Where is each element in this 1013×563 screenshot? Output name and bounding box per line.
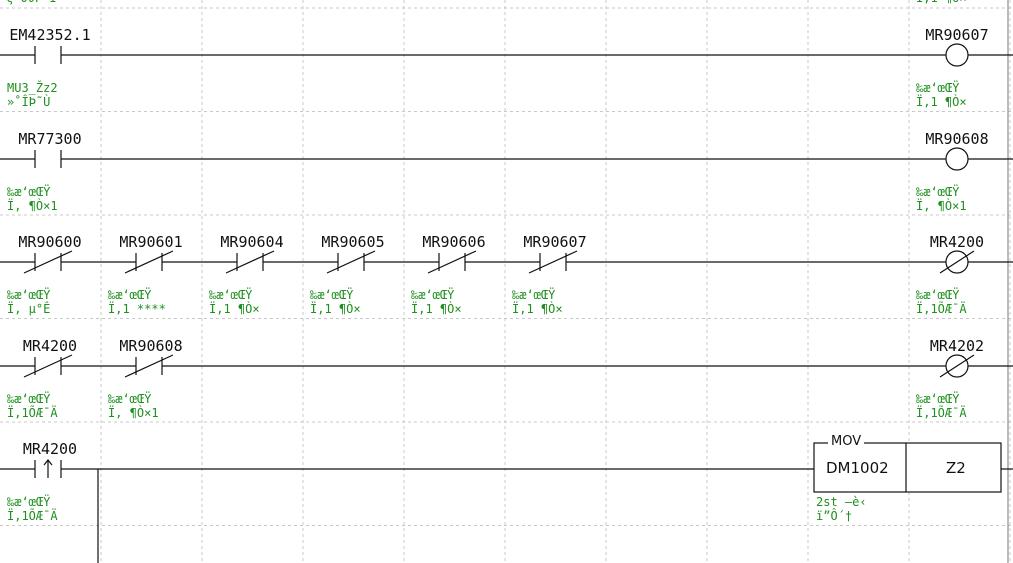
rung-3-coil-slash: [939, 250, 975, 274]
rung-3-contact-3-comment-1: ‰æ‘œŒŸ: [209, 288, 253, 302]
mov-title: MOV: [828, 434, 865, 449]
rung-3-contact-4-comment-1: ‰æ‘œŒŸ: [310, 288, 354, 302]
rung-4-contact-1-slash: [23, 354, 73, 378]
rung-3-contact-1-comment-2: Ϊ, µ°Ê: [7, 302, 51, 316]
rung-2-contact-1-comment-1: ‰æ‘œŒŸ: [7, 185, 51, 199]
mov-comment-1: 2st –è‹: [816, 495, 867, 509]
rung-5-contact-1-device[interactable]: MR4200: [22, 440, 78, 458]
rung-4-contact-1-device[interactable]: MR4200: [22, 337, 78, 355]
mov-dest-operand[interactable]: Z2: [946, 459, 966, 477]
rung-3-contact-2-slash: [124, 250, 174, 274]
rung-3-contact-5-device[interactable]: MR90606: [422, 233, 486, 251]
rung-5-contact-1-comment-1: ‰æ‘œŒŸ: [7, 495, 51, 509]
rung-5-contact-1-arrow-head: [43, 459, 53, 466]
rung-2-coil-comment-2: Ϊ, ¶Ò×1: [916, 199, 967, 213]
rung-3-coil-device[interactable]: MR4200: [929, 233, 985, 251]
rung-3-coil-comment-2: Ϊ,1ÕÆ¯Ä: [916, 302, 967, 316]
rung-5-contact-1-comment-2: Ϊ,1ÕÆ¯Ä: [7, 509, 58, 523]
mov-comment-2: ï”Ô΄†: [816, 509, 853, 523]
rung-2-coil-device[interactable]: MR90608: [925, 130, 989, 148]
rung-3-contact-1-comment-1: ‰æ‘œŒŸ: [7, 288, 51, 302]
rung-3-contact-5-slash: [427, 250, 477, 274]
mov-instruction-box[interactable]: [813, 442, 1002, 493]
rung-3-contact-2-comment-1: ‰æ‘œŒŸ: [108, 288, 152, 302]
rung-0-coil-comment: Ϊ,1 ¶Ò×: [916, 0, 967, 5]
rung-3-contact-6-device[interactable]: MR90607: [523, 233, 587, 251]
rung-3-contact-3-slash: [225, 250, 275, 274]
rung-1-coil-comment-1: ‰æ‘œŒŸ: [916, 81, 960, 95]
rung-0-comment: ς 0ΰΓ Ϊ: [6, 0, 57, 5]
rung-4-coil-slash: [939, 354, 975, 378]
rung-1-contact-1-comment-1: MU3_Žz2: [7, 81, 58, 95]
rung-3-contact-2-device[interactable]: MR90601: [119, 233, 183, 251]
rung-4-contact-2-slash: [124, 354, 174, 378]
rung-1-contact-1-comment-2: »˚ÎÞ˜Ù: [7, 95, 51, 109]
rung-1-coil-comment-2: Ϊ,1 ¶Ò×: [916, 95, 967, 109]
rung-2-coil-comment-1: ‰æ‘œŒŸ: [916, 185, 960, 199]
rung-3-coil-comment-1: ‰æ‘œŒŸ: [916, 288, 960, 302]
rung-3-contact-3-comment-2: Ϊ,1 ¶Ò×: [209, 302, 260, 316]
rung-3-contact-5-comment-2: Ϊ,1 ¶Ò×: [411, 302, 462, 316]
rung-4-contact-1-comment-1: ‰æ‘œŒŸ: [7, 392, 51, 406]
rung-3-contact-1-slash: [23, 250, 73, 274]
rung-1-contact-1-device[interactable]: EM42352.1: [9, 26, 91, 44]
rung-4-contact-1-comment-2: Ϊ,1ÕÆ¯Ä: [7, 406, 58, 420]
rung-2-contact-1-device[interactable]: MR77300: [18, 130, 82, 148]
rung-3-contact-4-comment-2: Ϊ,1 ¶Ò×: [310, 302, 361, 316]
rung-3-contact-5-comment-1: ‰æ‘œŒŸ: [411, 288, 455, 302]
rung-1-coil-circle[interactable]: [945, 43, 969, 67]
rung-3-contact-6-comment-1: ‰æ‘œŒŸ: [512, 288, 556, 302]
rung-4-contact-2-comment-1: ‰æ‘œŒŸ: [108, 392, 152, 406]
rung-4-contact-2-device[interactable]: MR90608: [119, 337, 183, 355]
rung-2-contact-1-comment-2: Ϊ, ¶Ò×1: [7, 199, 58, 213]
rung-4-coil-comment-2: Ϊ,1ÕÆ¯Ä: [916, 406, 967, 420]
mov-source-operand[interactable]: DM1002: [826, 459, 889, 477]
rung-3-contact-6-comment-2: Ϊ,1 ¶Ò×: [512, 302, 563, 316]
rung-4-coil-device[interactable]: MR4202: [929, 337, 985, 355]
rung-1-coil-device[interactable]: MR90607: [925, 26, 989, 44]
rung-2-coil-circle[interactable]: [945, 147, 969, 171]
rung-3-contact-4-device[interactable]: MR90605: [321, 233, 385, 251]
rung-4-coil-comment-1: ‰æ‘œŒŸ: [916, 392, 960, 406]
rung-4-contact-2-comment-2: Ϊ, ¶Ò×1: [108, 406, 159, 420]
rung-3-contact-6-slash: [528, 250, 578, 274]
rung-3-contact-4-slash: [326, 250, 376, 274]
rung-3-contact-2-comment-2: Ϊ,1 ****: [108, 302, 166, 316]
rung-3-contact-3-device[interactable]: MR90604: [220, 233, 284, 251]
rung-3-contact-1-device[interactable]: MR90600: [18, 233, 82, 251]
